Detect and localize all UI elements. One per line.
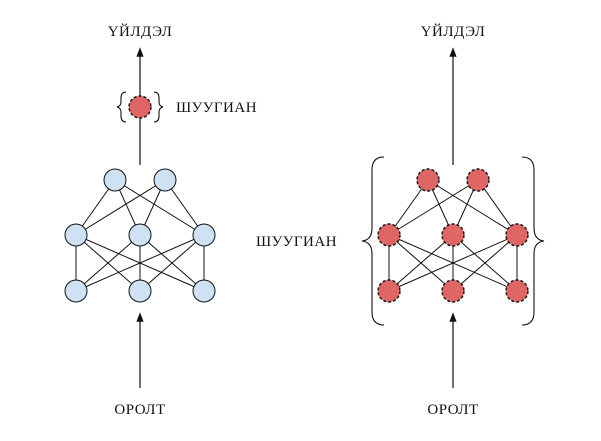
left-input-label: ОРОЛТ (114, 402, 165, 418)
left-node-l1-0 (64, 223, 88, 247)
left-node-l1-2 (192, 223, 216, 247)
right-panel: ҮЙЛДЭЛ ШУУГИАН ОРОЛТ (256, 23, 545, 418)
right-node-l2-1 (466, 168, 490, 192)
left-node-l0-2 (192, 279, 216, 303)
right-node-l1-2 (505, 223, 529, 247)
left-edge-l0-1-0 (75, 234, 141, 292)
right-edge-l0-2-0 (388, 234, 518, 292)
right-node-l0-1 (441, 279, 465, 303)
right-edge-l0-2-1 (452, 234, 518, 292)
right-network (377, 168, 529, 303)
left-node-l0-0 (64, 279, 88, 303)
left-output-label: ҮЙЛДЭЛ (108, 23, 173, 40)
right-edge-l1-0-0 (388, 179, 429, 236)
right-node-l2-0 (416, 168, 440, 192)
right-noise-brace-right (521, 156, 545, 326)
left-edge-l1-0-1 (75, 179, 166, 236)
left-noise-brace-left (116, 91, 127, 123)
left-edge-l0-2-0 (75, 234, 205, 292)
right-node-l1-0 (377, 223, 401, 247)
left-node-l0-1 (128, 279, 152, 303)
right-input-label: ОРОЛТ (427, 402, 478, 418)
right-output-label: ҮЙЛДЭЛ (421, 23, 486, 40)
right-noise-label: ШУУГИАН (256, 234, 337, 250)
left-noise-brace-right (153, 91, 164, 123)
right-noise-brace-left (361, 156, 385, 326)
left-noise-node (128, 95, 152, 119)
right-node-l0-0 (377, 279, 401, 303)
left-node-l1-1 (128, 223, 152, 247)
right-node-l0-2 (505, 279, 529, 303)
left-network (64, 168, 216, 303)
left-node-l2-1 (153, 168, 177, 192)
left-node-l2-0 (103, 168, 127, 192)
right-node-l1-1 (441, 223, 465, 247)
left-noise-label: ШУУГИАН (176, 100, 257, 116)
left-panel: ҮЙЛДЭЛ ШУУГИАН ОРОЛТ (64, 23, 257, 418)
right-edge-l1-2-0 (427, 179, 518, 236)
left-edge-l1-2-0 (114, 179, 205, 236)
right-edge-l1-0-1 (388, 179, 479, 236)
left-edge-l0-2-1 (139, 234, 205, 292)
right-edge-l0-1-0 (388, 234, 454, 292)
